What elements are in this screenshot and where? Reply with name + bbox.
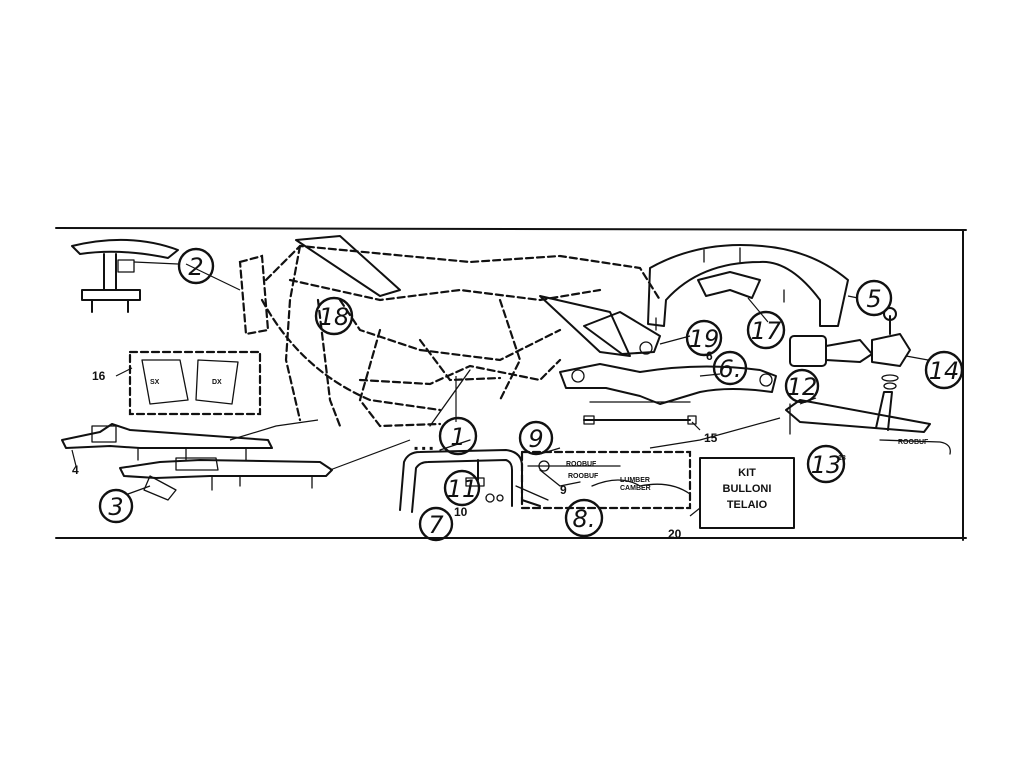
engine-mount-part — [583, 311, 661, 355]
part-label-dots: ▪ ▪ ▪ — [414, 441, 433, 455]
callout-5: 5 — [855, 279, 893, 317]
callout-4: 4 — [72, 463, 79, 477]
callout-7: 7 — [418, 506, 454, 542]
callout-1: 1 — [438, 416, 478, 456]
decal-tag-2: ROOBUF — [568, 473, 599, 480]
callout-15: 15 — [704, 431, 718, 445]
svg-text:14: 14 — [929, 357, 960, 385]
svg-text:13: 13 — [811, 451, 842, 479]
callout-6: 6. — [712, 350, 748, 386]
main-frame — [238, 235, 662, 428]
callout-14: 14 — [924, 350, 964, 390]
svg-text:8.: 8. — [573, 505, 596, 533]
callout-9-small: 9 — [560, 483, 567, 497]
kit-line-3: TELAIO — [727, 499, 768, 511]
callout-6-small: 6 — [706, 349, 713, 363]
footrest-bracket-3 — [119, 457, 333, 501]
decal-tag-3: ROOBUF — [898, 439, 929, 446]
callout-16: 16 — [92, 369, 106, 383]
svg-text:18: 18 — [319, 303, 350, 331]
decal-panel: SX DX — [128, 350, 262, 416]
callout-12: 12 — [784, 368, 820, 404]
callout-17: 17 — [746, 310, 786, 350]
callout-19: 19 — [685, 319, 723, 357]
callout-3: 3 — [98, 488, 134, 524]
callout-8: 8. — [564, 498, 604, 538]
shock-bush-part — [789, 307, 911, 390]
callout-10: 10 — [454, 505, 468, 519]
svg-text:1: 1 — [450, 423, 465, 451]
decal-dx-label: DX — [212, 379, 222, 386]
svg-text:6.: 6. — [719, 355, 742, 383]
rear-bracket-part — [647, 243, 849, 331]
leader-lines — [127, 263, 817, 495]
callout-13-sub: 18 — [838, 455, 846, 462]
side-stand-part: ROOBUF — [785, 391, 951, 455]
svg-text:19: 19 — [689, 325, 720, 353]
kit-line-1: KIT — [738, 467, 756, 479]
stand-spring-part: ROOBUF LUMBER CAMBER — [527, 460, 691, 495]
bolt-rod-part — [583, 415, 697, 425]
decal-loop-a: LUMBER — [620, 477, 650, 484]
svg-text:17: 17 — [751, 317, 782, 345]
footrest-bracket-4 — [61, 423, 273, 461]
svg-text:2: 2 — [188, 253, 203, 281]
callout-11: 11 — [443, 469, 481, 507]
svg-text:12: 12 — [787, 373, 818, 401]
svg-text:5: 5 — [866, 285, 881, 313]
decal-sx-label: SX — [150, 379, 160, 386]
callout-18: 18 — [314, 296, 354, 336]
callout-9: 9 — [518, 420, 554, 456]
kit-line-2: BULLONI — [723, 483, 772, 495]
callout-2: 2 — [177, 247, 215, 285]
svg-text:9: 9 — [528, 425, 543, 453]
kit-bolts-box: KIT BULLONI TELAIO — [699, 457, 795, 529]
callout-13: 13 — [806, 444, 846, 484]
decal-loop-b: CAMBER — [620, 485, 651, 492]
svg-text:3: 3 — [108, 493, 123, 521]
panel-border — [55, 227, 967, 541]
link-rod-part — [559, 363, 777, 405]
callout-20: 20 — [668, 527, 682, 541]
seat-support-part — [71, 238, 179, 313]
decal-tag-1: ROOBUF — [566, 461, 597, 468]
spring-group-box — [520, 450, 692, 510]
svg-text:7: 7 — [428, 511, 444, 539]
svg-text:11: 11 — [447, 475, 478, 503]
